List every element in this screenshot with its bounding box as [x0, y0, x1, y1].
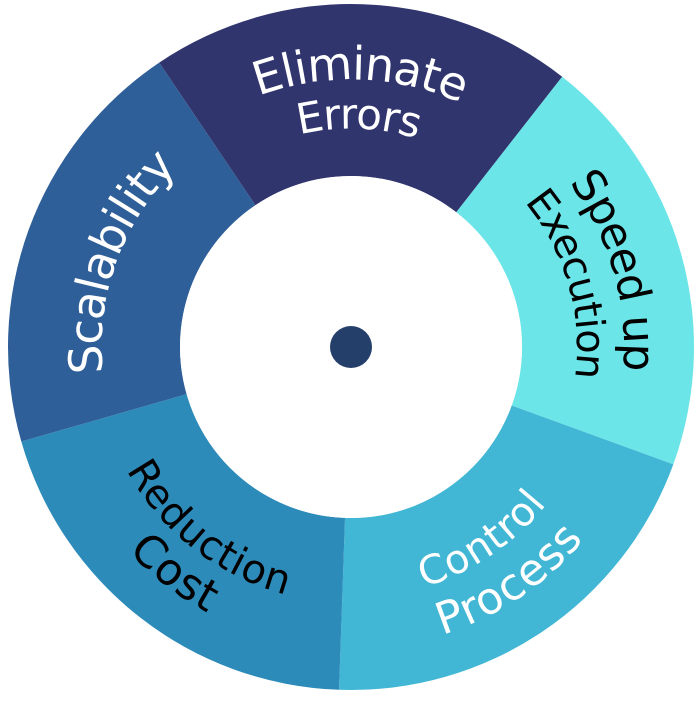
segment-cost-reduction: [21, 394, 346, 690]
segment-eliminate-errors: [159, 3, 563, 213]
segment-scalability: [7, 62, 256, 442]
center-dot: [330, 326, 372, 368]
ring-segments: [7, 3, 694, 691]
segment-process-control: [339, 405, 674, 691]
segment-speed-up-execution: [456, 76, 694, 465]
